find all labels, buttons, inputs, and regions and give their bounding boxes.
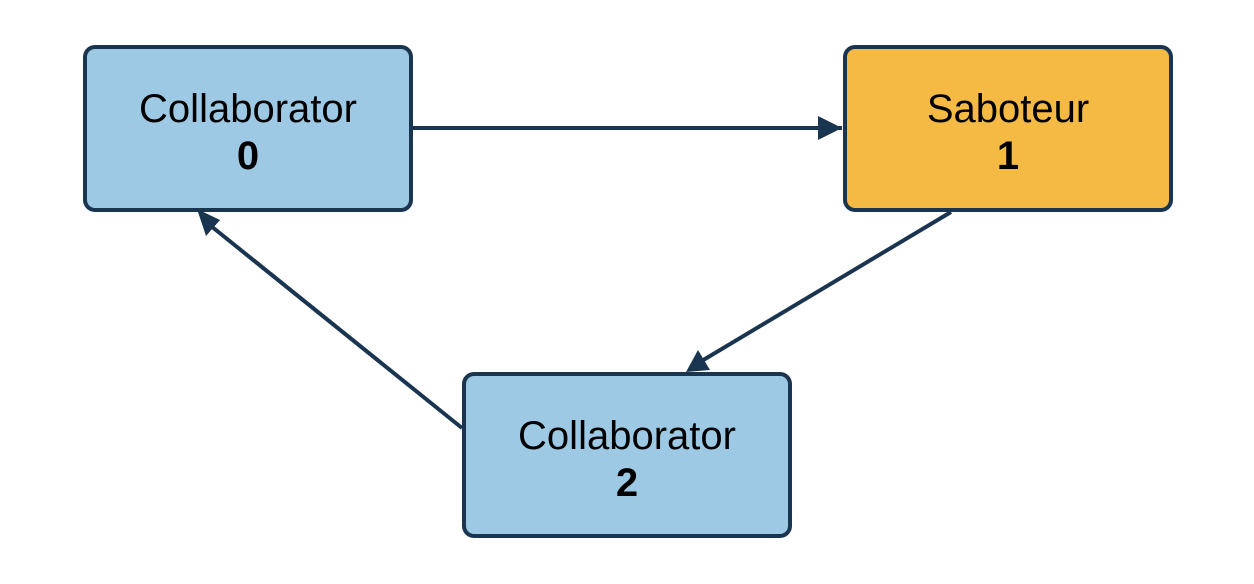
node-id-label: 1 [996,133,1020,178]
edge-1-to-2 [698,210,953,364]
arrowhead-2-to-0 [197,209,220,236]
saboteur-node-1: Saboteur 1 [843,45,1173,212]
node-role-label: Saboteur [926,86,1090,131]
node-role-label: Collaborator [139,86,357,131]
node-id-label: 2 [615,461,639,505]
node-role-label: Collaborator [518,414,736,458]
arrowhead-1-to-2 [686,350,710,372]
arrowhead-0-to-1 [818,116,842,140]
collaborator-node-2: Collaborator 2 [462,372,792,538]
edge-2-to-0 [204,220,464,430]
node-id-label: 0 [236,133,260,178]
collaborator-node-0: Collaborator 0 [83,45,413,212]
